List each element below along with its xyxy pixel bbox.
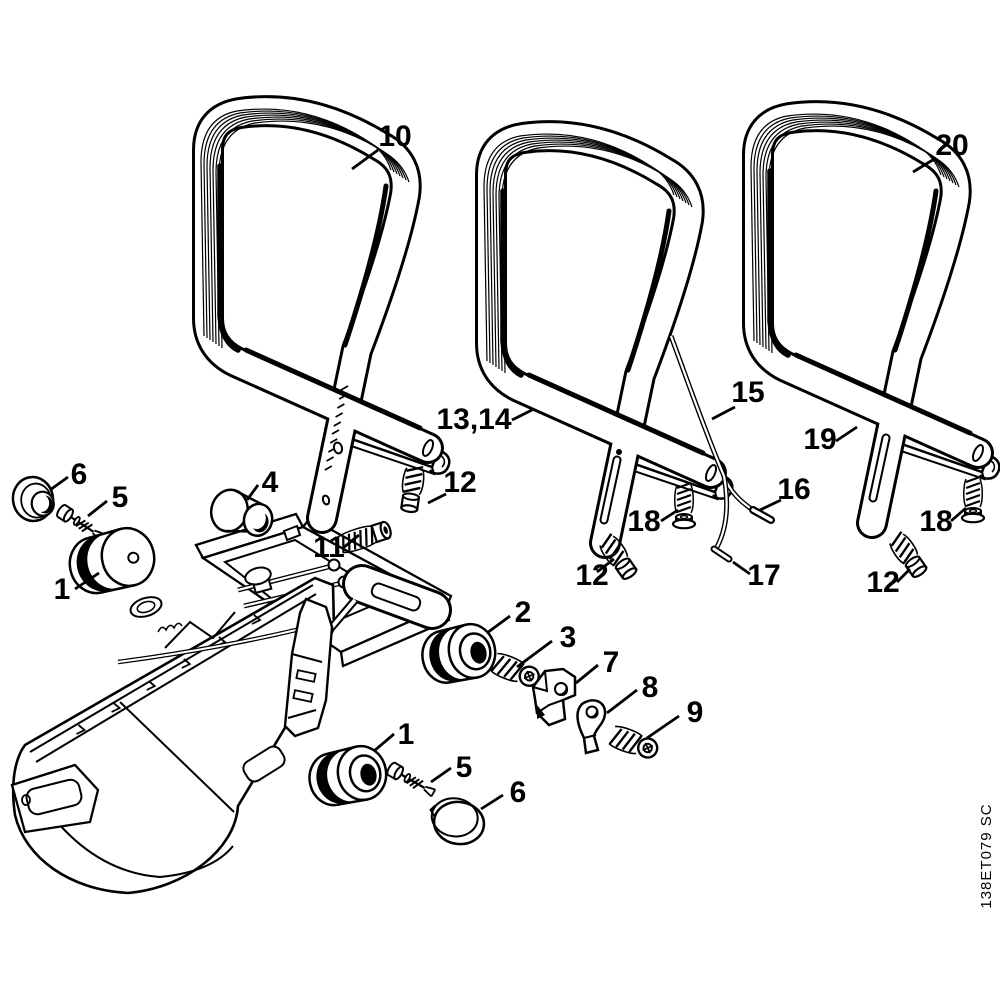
- callout-leader-4: [245, 484, 260, 501]
- callout-label-12-mid: 12: [575, 559, 608, 592]
- callout-label-10: 10: [378, 120, 411, 153]
- callout-label-3: 3: [560, 621, 577, 654]
- callout-label-2: 2: [515, 596, 532, 629]
- callout-label-5-top-left: 5: [112, 481, 129, 514]
- diagram-code: 138ET079 SC: [978, 803, 995, 908]
- callout-leader-10: [351, 148, 379, 171]
- callout-label-20: 20: [935, 129, 968, 162]
- handlebar-19-20: [751, 114, 999, 523]
- callout-label-19: 19: [803, 423, 836, 456]
- plug-6-left: [11, 475, 55, 523]
- cap-6-bottom: [429, 797, 486, 846]
- callout-label-6-top-left: 6: [71, 458, 88, 491]
- callout-leader-9: [646, 714, 680, 740]
- callout-label-4: 4: [262, 466, 279, 499]
- callout-label-7: 7: [603, 646, 620, 679]
- screw-5-bottom: [384, 760, 438, 801]
- screw-18-mid: [671, 481, 697, 530]
- callout-label-12-right: 12: [866, 566, 899, 599]
- callout-leader-3: [516, 639, 553, 669]
- callout-leader-20: [912, 156, 937, 174]
- callout-label-18-right: 18: [919, 505, 952, 538]
- callout-leader-19: [835, 425, 858, 443]
- ring-buffer-2: [421, 622, 497, 684]
- callout-leader-17: [732, 560, 751, 576]
- callout-label-12-left: 12: [443, 466, 476, 499]
- handlebar-10: [201, 109, 449, 518]
- callout-label-6-bottom: 6: [510, 776, 527, 809]
- callout-leader-6-top-left: [49, 475, 69, 492]
- callout-leader-1-left: [74, 571, 100, 591]
- bracket-7: [531, 667, 577, 727]
- annular-buffer-1-left: [68, 526, 156, 595]
- screw-9: [606, 723, 662, 764]
- callout-label-16: 16: [777, 473, 810, 506]
- callout-leader-12-mid: [596, 557, 615, 574]
- callout-leader-12-left: [427, 492, 447, 505]
- callout-leader-7: [575, 663, 599, 685]
- callout-leader-5-bottom: [430, 766, 452, 784]
- chainsaw-body: [10, 510, 453, 895]
- rear-handle-bracket: [283, 597, 334, 738]
- callout-leader-18-mid: [660, 508, 679, 523]
- screw-12-left: [397, 463, 427, 515]
- screw-18-right: [960, 475, 986, 524]
- callout-leader-8: [606, 688, 638, 715]
- bushing-4: [209, 488, 274, 537]
- tank-housing: [11, 576, 336, 895]
- callout-leader-12-right: [896, 568, 911, 583]
- callout-label-9: 9: [687, 696, 704, 729]
- callout-label-1-right: 1: [398, 718, 415, 751]
- callout-label-5-bottom: 5: [456, 751, 473, 784]
- callout-leader-15: [711, 405, 736, 421]
- callout-leader-5-top-left: [87, 499, 108, 518]
- callout-leader-16: [759, 498, 782, 512]
- handlebar-13-14: [484, 134, 732, 543]
- callout-label-8: 8: [642, 671, 659, 704]
- callout-leader-18-right: [950, 506, 967, 523]
- rear-grip-slot: [370, 582, 422, 612]
- callout-label-17: 17: [747, 559, 780, 592]
- callout-label-11: 11: [313, 531, 345, 564]
- callout-leader-13-14: [511, 408, 533, 422]
- callout-leader-2: [486, 614, 511, 635]
- callout-label-18-mid: 18: [627, 505, 660, 538]
- lever-8: [576, 699, 607, 755]
- callout-leader-11: [342, 533, 360, 550]
- callout-label-1-left: 1: [54, 573, 71, 606]
- callout-label-15: 15: [731, 376, 764, 409]
- callout-leader-6-bottom: [480, 793, 504, 811]
- tank-details: [10, 584, 329, 879]
- heating-wire-15: [668, 335, 775, 563]
- callout-leader-1-right: [373, 732, 395, 753]
- annular-buffer-1-right: [308, 744, 388, 807]
- callout-label-13-14: 13,14: [436, 403, 511, 436]
